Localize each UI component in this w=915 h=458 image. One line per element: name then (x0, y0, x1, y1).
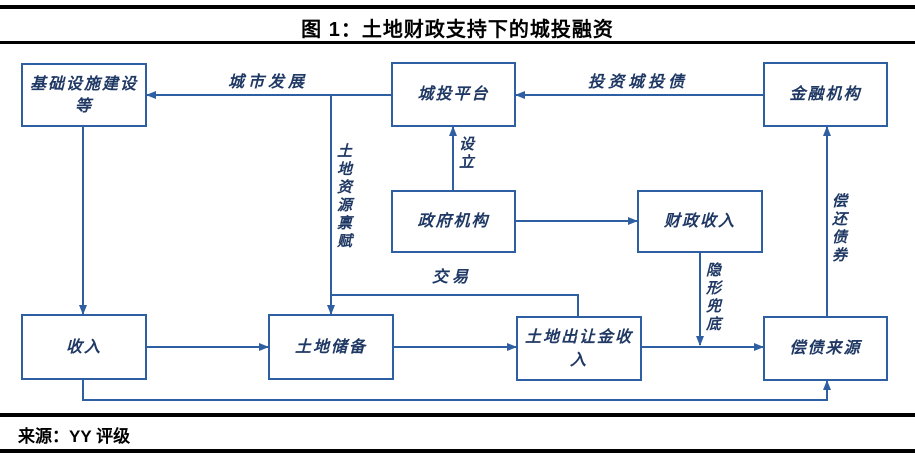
node-platform: 城投平台 (391, 62, 516, 127)
edge-label-establish: 设立 (457, 136, 475, 172)
edge-label-invest-chengtou-bonds: 投资城投债 (588, 72, 689, 91)
figure-title: 图 1：土地财政支持下的城投融资 (301, 19, 614, 41)
bottom-rule (0, 449, 915, 453)
node-fiscal: 财政收入 (637, 190, 763, 253)
node-financial-label: 金融机构 (789, 84, 862, 104)
node-platform-label: 城投平台 (417, 84, 490, 104)
source-note: 来源：YY 评级 (18, 427, 131, 446)
node-government-label: 政府机构 (417, 211, 490, 231)
node-land-reserve-label: 土地储备 (294, 336, 367, 356)
node-land-sale-label: 土地出让金收入 (524, 327, 633, 369)
edge-label-land-resource-endowment: 土地资源禀赋 (335, 143, 353, 251)
edge-transaction-to-land-sale (331, 294, 579, 316)
edge-label-urban-development: 城市发展 (228, 72, 309, 91)
top-rule (0, 5, 915, 9)
node-land-reserve: 土地储备 (268, 314, 394, 380)
node-financial: 金融机构 (763, 62, 888, 127)
edge-income-to-repayment-bottom (82, 380, 831, 401)
node-infrastructure: 基础设施建设等 (21, 63, 147, 127)
edge-label-repay-bonds: 偿还债券 (830, 193, 848, 265)
node-infrastructure-label: 基础设施建设等 (29, 73, 138, 115)
node-income: 收入 (21, 314, 147, 380)
node-repayment: 偿债来源 (763, 316, 888, 381)
edge-label-implicit-backstop: 隐形兜底 (704, 262, 722, 334)
title-underline-rule (0, 41, 915, 44)
node-fiscal-label: 财政收入 (663, 211, 736, 231)
edge-label-transaction: 交易 (432, 267, 473, 286)
source-top-rule (0, 413, 915, 417)
node-repayment-label: 偿债来源 (789, 338, 862, 358)
node-income-label: 收入 (65, 336, 102, 356)
node-government: 政府机构 (391, 190, 516, 253)
node-land-sale: 土地出让金收入 (516, 316, 642, 381)
